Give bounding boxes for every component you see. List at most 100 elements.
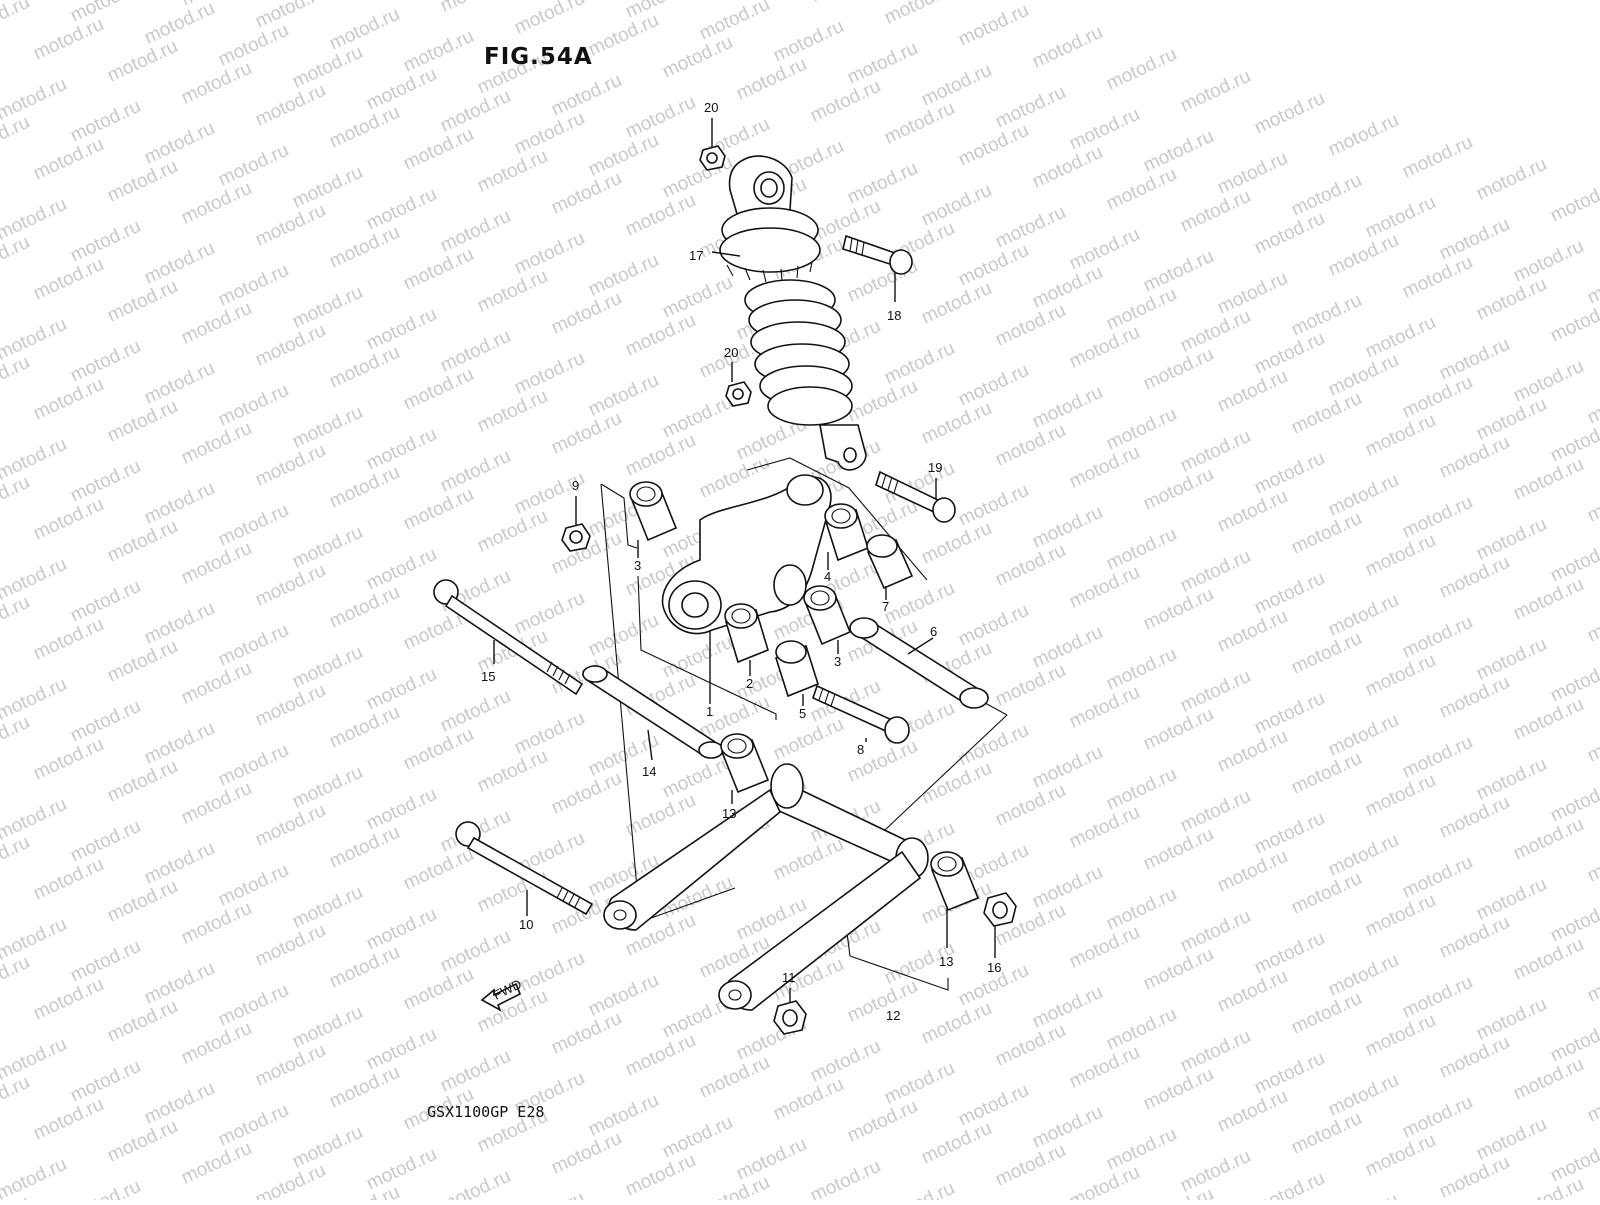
watermark-text: motod.ru	[807, 76, 884, 127]
watermark-text: motod.ru	[1177, 66, 1254, 117]
watermark-text: motod.ru	[1362, 770, 1439, 821]
watermark-text: motod.ru	[1177, 426, 1254, 477]
watermark-text: motod.ru	[363, 544, 440, 595]
watermark-text: motod.ru	[400, 484, 477, 535]
watermark-text: motod.ru	[104, 36, 181, 87]
watermark-text: motod.ru	[141, 598, 218, 649]
watermark-text: motod.ru	[881, 98, 958, 149]
watermark-text: motod.ru	[30, 374, 107, 425]
watermark-text: motod.ru	[326, 1182, 403, 1200]
watermark-text: motod.ru	[844, 158, 921, 209]
watermark-text: motod.ru	[252, 0, 329, 33]
watermark-text: motod.ru	[1288, 868, 1365, 919]
watermark-text: motod.ru	[881, 1058, 958, 1109]
watermark-text: motod.ru	[955, 600, 1032, 651]
watermark-text: motod.ru	[1510, 1054, 1587, 1105]
callout-15: 15	[481, 669, 495, 684]
callout-labels: 20 17 18 20 19 9 3 4 7 3 2 6 1 5 15 8 14…	[481, 100, 1001, 1023]
callout-8: 8	[857, 742, 864, 757]
watermark-text: motod.ru	[30, 614, 107, 665]
watermark-text: motod.ru	[1510, 934, 1587, 985]
watermark-text: motod.ru	[1510, 1174, 1587, 1200]
watermark-text: motod.ru	[30, 14, 107, 65]
watermark-text: motod.ru	[1399, 972, 1476, 1023]
watermark-text: motod.ru	[1140, 1064, 1217, 1115]
watermark-text: motod.ru	[289, 42, 366, 93]
watermark-text: motod.ru	[400, 26, 477, 77]
watermark-text: motod.ru	[437, 326, 514, 377]
watermark-text: motod.ru	[326, 102, 403, 153]
watermark-text: motod.ru	[1510, 814, 1587, 865]
watermark-text: motod.ru	[326, 822, 403, 873]
watermark-text: motod.ru	[326, 4, 403, 55]
watermark-text: motod.ru	[659, 1112, 736, 1163]
watermark-text: motod.ru	[1510, 574, 1587, 625]
watermark-text: motod.ru	[511, 228, 588, 279]
callout-5: 5	[799, 706, 806, 721]
watermark-text: motod.ru	[659, 632, 736, 683]
watermark-text: motod.ru	[1473, 874, 1550, 925]
watermark-text: motod.ru	[1177, 546, 1254, 597]
watermark-text: motod.ru	[1214, 268, 1291, 319]
watermark-text: motod.ru	[1214, 846, 1291, 897]
watermark-text: motod.ru	[1214, 726, 1291, 777]
callout-13-upper: 13	[722, 806, 736, 821]
watermark-text: motod.ru	[363, 1144, 440, 1195]
watermark-text: motod.ru	[1066, 562, 1143, 613]
watermark-text: motod.ru	[437, 206, 514, 257]
watermark-text: motod.ru	[1436, 672, 1513, 723]
watermark-text: motod.ru	[252, 680, 329, 731]
watermark-text: motod.ru	[585, 370, 662, 421]
watermark-text: motod.ru	[1288, 988, 1365, 1039]
watermark-text: motod.ru	[0, 554, 70, 605]
watermark-text: motod.ru	[1177, 1146, 1254, 1197]
bearing-13-lower	[930, 851, 980, 912]
callout-10: 10	[519, 917, 533, 932]
fwd-arrow-icon: FWD	[480, 976, 524, 1012]
watermark-text: motod.ru	[1362, 1130, 1439, 1181]
watermark-text: motod.ru	[1140, 126, 1217, 177]
watermark-text: motod.ru	[1584, 836, 1600, 887]
bearing-2	[724, 603, 769, 664]
watermark-text: motod.ru	[1325, 110, 1402, 161]
watermark-text: motod.ru	[1140, 824, 1217, 875]
watermark-text: motod.ru	[104, 276, 181, 327]
watermark-text: motod.ru	[1066, 224, 1143, 275]
watermark-text: motod.ru	[992, 540, 1069, 591]
assembly-lines	[600, 457, 1008, 991]
callout-18: 18	[887, 308, 901, 323]
watermark-text: motod.ru	[1473, 634, 1550, 685]
watermark-text: motod.ru	[1584, 596, 1600, 647]
watermark-text: motod.ru	[1325, 350, 1402, 401]
watermark-text: motod.ru	[1103, 1124, 1180, 1175]
watermark-text: motod.ru	[770, 1194, 847, 1200]
watermark-text: motod.ru	[585, 250, 662, 301]
watermark-text: motod.ru	[1251, 1168, 1328, 1200]
watermark-text: motod.ru	[622, 1150, 699, 1200]
watermark-text: motod.ru	[67, 816, 144, 867]
cushion-lever	[661, 474, 832, 635]
watermark-text: motod.ru	[30, 974, 107, 1025]
watermark-text: motod.ru	[437, 86, 514, 137]
watermark-text: motod.ru	[1325, 230, 1402, 281]
watermark-text: motod.ru	[215, 740, 292, 791]
watermark-text: motod.ru	[215, 380, 292, 431]
watermark-text: motod.ru	[215, 980, 292, 1031]
watermark-text: motod.ru	[141, 478, 218, 529]
watermark-text: motod.ru	[1362, 1010, 1439, 1061]
watermark-text: motod.ru	[1066, 1042, 1143, 1093]
watermark-text: motod.ru	[918, 1118, 995, 1169]
watermark-text: motod.ru	[1325, 470, 1402, 521]
watermark-text: motod.ru	[1103, 884, 1180, 935]
watermark-text: motod.ru	[622, 92, 699, 143]
watermark-text: motod.ru	[585, 10, 662, 61]
watermark-text: motod.ru	[1473, 394, 1550, 445]
watermark-text: motod.ru	[992, 202, 1069, 253]
watermark-text: motod.ru	[548, 70, 625, 121]
watermark-text: motod.ru	[178, 778, 255, 829]
callout-17: 17	[689, 248, 703, 263]
nut-16	[983, 892, 1017, 927]
watermark-text: motod.ru	[918, 518, 995, 569]
watermark-text: motod.ru	[992, 300, 1069, 351]
